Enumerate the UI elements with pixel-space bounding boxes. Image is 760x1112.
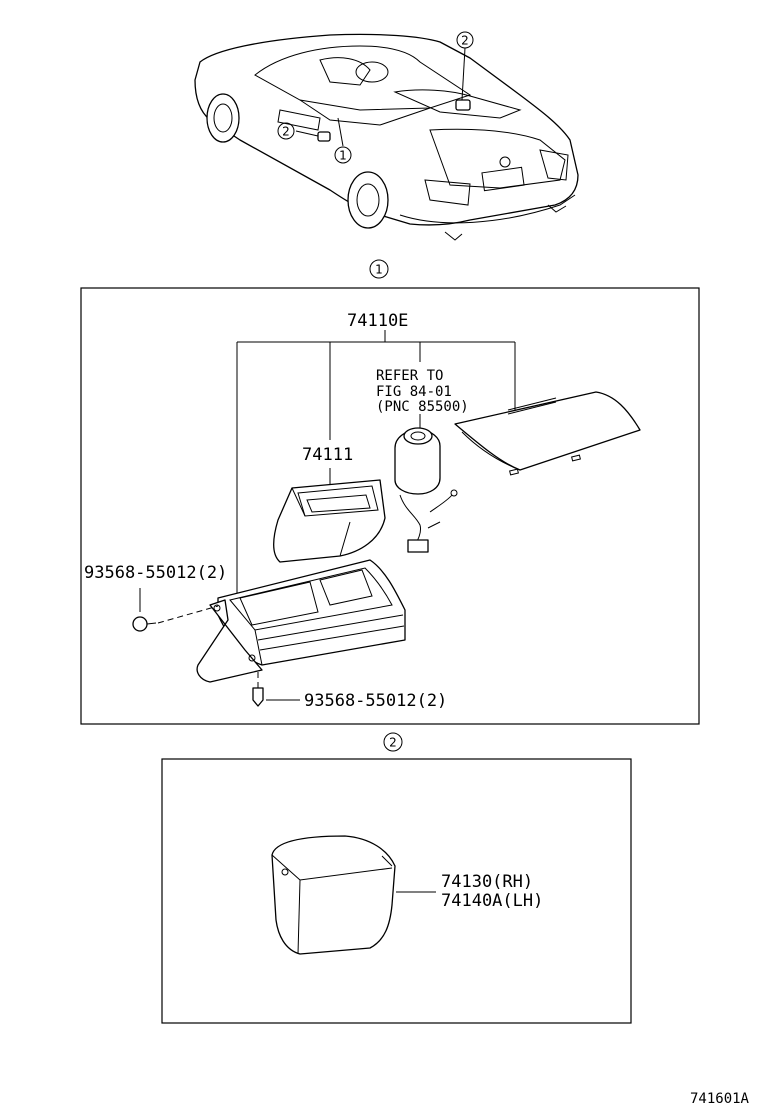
section-2-frame xyxy=(161,758,632,1024)
callout-1-car: 1 xyxy=(339,149,347,163)
refer-line-1: REFER TO xyxy=(376,368,443,384)
assembly-leader-lines xyxy=(236,330,516,598)
car-illustration: 2 2 1 xyxy=(194,31,579,241)
part-74111-label: 74111 xyxy=(302,445,353,465)
lighter-socket xyxy=(394,414,458,553)
section-1-frame xyxy=(80,287,700,725)
callout-2-top: 2 xyxy=(461,34,469,48)
refer-line-3: (PNC 85500) xyxy=(376,399,469,415)
screw-left-label: 93568-55012(2) xyxy=(84,563,227,583)
part-74110E-label: 74110E xyxy=(347,311,408,331)
section-2-callout: 2 xyxy=(389,736,397,750)
screw-bottom xyxy=(252,670,300,707)
part-74130-label: 74130(RH) xyxy=(441,872,533,892)
rear-ashtray xyxy=(271,835,436,955)
refer-line-2: FIG 84-01 xyxy=(376,384,452,400)
figure-code: 741601A xyxy=(690,1091,750,1107)
screw-left xyxy=(132,588,219,632)
callout-2-car: 2 xyxy=(282,125,290,139)
ash-box-74111 xyxy=(273,479,386,563)
cover-plate xyxy=(454,391,641,476)
part-74140A-label: 74140A(LH) xyxy=(441,891,543,911)
ashtray-housing xyxy=(196,559,406,683)
screw-bottom-label: 93568-55012(2) xyxy=(304,691,447,711)
section-1-callout: 1 xyxy=(375,263,383,277)
